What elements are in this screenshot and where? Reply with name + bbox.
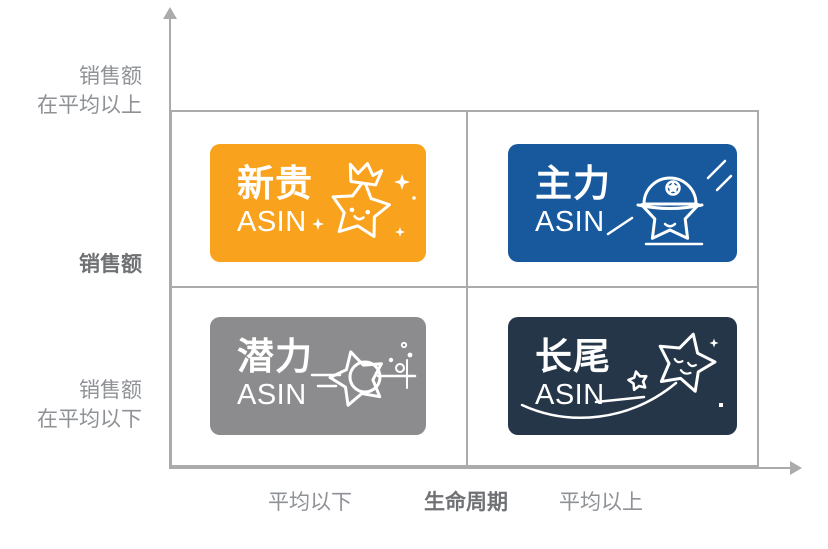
y-axis-title: 销售额 bbox=[79, 253, 142, 276]
card-title: 长尾 bbox=[535, 336, 611, 377]
card-title: 主力 bbox=[535, 163, 611, 204]
quadrant-vertical-divider bbox=[466, 110, 468, 467]
y-axis-label-above-average: 销售额 在平均以上 bbox=[37, 65, 142, 117]
y-axis-arrow-icon bbox=[163, 7, 177, 19]
card-subtitle: ASIN bbox=[535, 379, 605, 411]
card-subtitle: ASIN bbox=[237, 206, 307, 238]
card-mainstay-asin: 主力 ASIN bbox=[508, 144, 737, 262]
card-title: 潜力 bbox=[237, 336, 313, 377]
card-longtail-asin: 长尾 ASIN bbox=[508, 317, 737, 435]
x-axis-label-below-average: 平均以下 bbox=[268, 491, 352, 514]
x-axis-label-above-average: 平均以上 bbox=[559, 491, 643, 514]
card-newcomer-asin: 新贵 ASIN bbox=[210, 144, 426, 262]
card-subtitle: ASIN bbox=[237, 379, 307, 411]
card-title: 新贵 bbox=[237, 163, 313, 204]
y-axis-label-below-average: 销售额 在平均以下 bbox=[37, 379, 142, 431]
card-newcomer-text: 新贵 ASIN bbox=[237, 162, 313, 239]
x-axis-title: 生命周期 bbox=[424, 491, 508, 514]
card-mainstay-text: 主力 ASIN bbox=[535, 162, 611, 239]
card-subtitle: ASIN bbox=[535, 206, 605, 238]
card-potential-asin: 潜力 ASIN bbox=[210, 317, 426, 435]
quadrant-horizontal-divider bbox=[170, 286, 759, 288]
quadrant-frame bbox=[170, 110, 759, 467]
card-longtail-text: 长尾 ASIN bbox=[535, 335, 611, 412]
card-potential-text: 潜力 ASIN bbox=[237, 335, 313, 412]
x-axis-line bbox=[170, 467, 792, 469]
x-axis-arrow-icon bbox=[790, 461, 802, 475]
